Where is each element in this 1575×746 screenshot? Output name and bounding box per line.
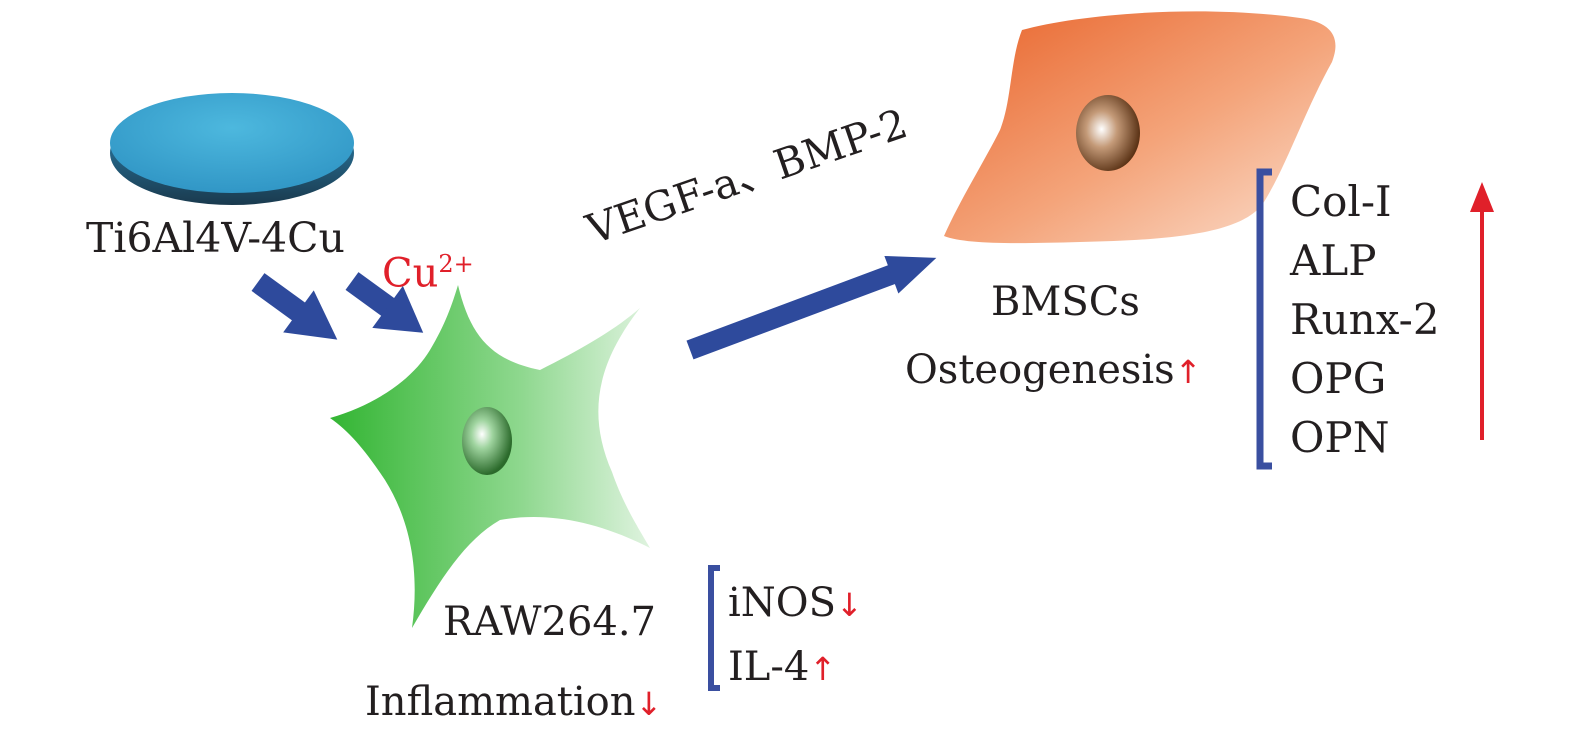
osteo-marker: OPN [1290, 413, 1390, 462]
titanium-disc-icon [110, 93, 354, 205]
osteogenesis-text: Osteogenesis [905, 347, 1175, 393]
inflam-marker-list: iNOS↓ IL-4↑ [728, 572, 863, 700]
inflammation-label: Inflammation↓ [365, 682, 662, 722]
copper-ion-base: Cu [382, 250, 439, 297]
inflam-marker-arrow: ↓ [836, 586, 863, 624]
inflammation-text: Inflammation [365, 679, 636, 725]
osteo-marker: ALP [1290, 236, 1377, 285]
release-arrow-left [251, 273, 338, 340]
material-label: Ti6Al4V-4Cu [86, 214, 345, 262]
osteo-marker: Col-Ⅰ [1290, 177, 1392, 226]
inflam-marker-name: iNOS [728, 580, 836, 626]
osteogenesis-label: Osteogenesis↑ [905, 350, 1202, 390]
inflam-marker: IL-4↑ [728, 636, 863, 700]
copper-ion-label: Cu2+ [382, 252, 474, 293]
inflammation-down-arrow: ↓ [635, 685, 663, 723]
macrophage-nucleus [462, 407, 512, 475]
raw-cell-label: RAW264.7 [443, 599, 657, 645]
osteo-marker-bracket [1256, 168, 1272, 470]
release-arrows [251, 272, 424, 340]
bmsc-nucleus [1076, 95, 1140, 171]
osteo-upregulation-arrow [1470, 182, 1494, 440]
inflam-marker-name: IL-4 [728, 644, 810, 690]
osteogenesis-up-arrow: ↑ [1174, 353, 1202, 391]
copper-ion-charge: 2+ [438, 250, 474, 278]
macrophage-cell-icon [330, 285, 650, 628]
inflam-marker: iNOS↓ [728, 572, 863, 636]
bmsc-cell-icon [944, 11, 1336, 244]
release-arrow-right [345, 272, 424, 333]
inflam-marker-arrow: ↑ [809, 650, 837, 688]
osteo-marker: OPG [1290, 354, 1387, 403]
osteo-marker-list: Col-Ⅰ ALP Runx-2 OPG OPN [1290, 172, 1440, 467]
osteo-marker: Runx-2 [1290, 295, 1440, 344]
inflam-marker-bracket [708, 565, 720, 691]
bmsc-label: BMSCs [991, 279, 1140, 325]
signal-arrow [686, 255, 937, 360]
